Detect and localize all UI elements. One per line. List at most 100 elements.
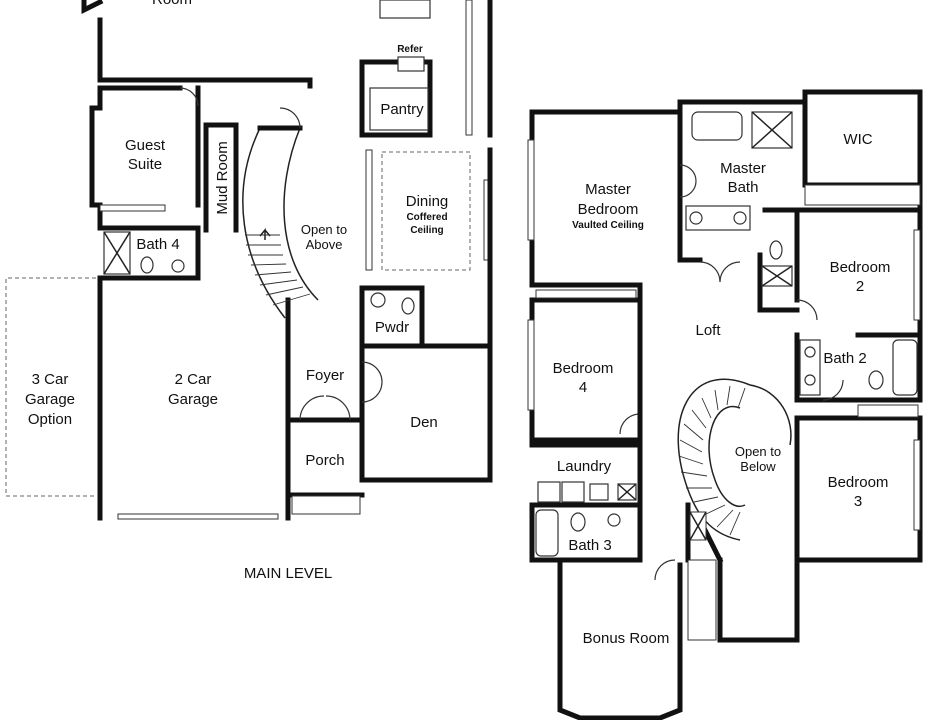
coffered-ceiling-outline: [381, 151, 471, 271]
wall: [97, 17, 313, 89]
room-label-mud-room: Mud Room: [214, 141, 231, 214]
door-swing: [699, 261, 741, 283]
label-refer: Refer: [397, 44, 423, 55]
room-label-2-car: 2 Car: [175, 371, 212, 388]
stair-treads: [678, 385, 746, 536]
room-label-room: Room: [152, 0, 192, 8]
label-open-below-2: Below: [740, 459, 776, 474]
washer: [537, 481, 561, 503]
sink: [804, 346, 816, 358]
sink: [733, 211, 747, 225]
wall: [529, 502, 643, 563]
wall: [794, 332, 923, 403]
label-open-below: Open to: [735, 444, 781, 459]
toilet: [140, 256, 154, 274]
room-label-den: Den: [410, 414, 438, 431]
room-label-3-car: 3 Car: [32, 371, 69, 388]
room-label-guest-suite-2: Suite: [128, 156, 162, 173]
room-label-bedroom4: Bedroom: [553, 360, 614, 377]
room-label-bath3: Bath 3: [568, 537, 611, 554]
label-open-above: Open to: [301, 222, 347, 237]
room-label-bedroom3: Bedroom: [828, 474, 889, 491]
closet: [535, 289, 637, 299]
room-label-master-bath: Master: [720, 160, 766, 177]
room-label-bedroom2-num: 2: [856, 278, 864, 295]
toilet: [401, 297, 415, 315]
stair-treads: [245, 234, 311, 306]
room-label-bedroom2: Bedroom: [830, 259, 891, 276]
door-swing: [279, 107, 301, 129]
room-label-pantry: Pantry: [380, 101, 424, 118]
open-below-rail: [749, 384, 792, 446]
main-level-title: MAIN LEVEL: [244, 565, 332, 582]
main-level-plan: [5, 0, 493, 521]
counter: [379, 0, 431, 19]
room-label-master-bedroom-2: Bedroom: [578, 201, 639, 218]
wall: [97, 225, 201, 281]
room-label-pwdr: Pwdr: [375, 319, 409, 336]
window: [687, 559, 717, 641]
door-swing: [654, 559, 676, 581]
room-label-foyer: Foyer: [306, 367, 344, 384]
room-label-dining: Dining: [406, 193, 449, 210]
room-label-garage-option: Garage: [25, 391, 75, 408]
window: [465, 0, 473, 136]
window: [913, 439, 921, 531]
wall: [81, 0, 104, 15]
stair-outer: [677, 378, 751, 541]
main-level-labels: Room Guest Suite Mud Room Bath 4 Open to…: [25, 0, 448, 582]
label-ceiling: Ceiling: [410, 225, 443, 236]
stair-arrow-icon: [259, 227, 271, 240]
porch-steps: [291, 495, 361, 515]
wall: [529, 109, 643, 288]
bathtub: [691, 111, 743, 141]
window: [527, 139, 535, 241]
stair-inner: [283, 127, 319, 301]
window: [99, 204, 166, 212]
refrigerator: [397, 56, 425, 72]
bathtub: [535, 509, 559, 557]
room-label-guest-suite: Guest: [125, 137, 166, 154]
label-coffered: Coffered: [406, 212, 447, 223]
sink: [171, 259, 185, 273]
room-label-bedroom4-num: 4: [579, 379, 587, 396]
label-open-above-2: Above: [306, 237, 343, 252]
door-swing: [679, 164, 697, 198]
door-swing: [796, 299, 818, 321]
garage-option-outline: [5, 277, 96, 497]
pantry-shelves: [369, 87, 429, 131]
room-label-porch: Porch: [305, 452, 344, 469]
room-label-bath2: Bath 2: [823, 350, 866, 367]
room-label-master-bath-2: Bath: [728, 179, 759, 196]
wall: [359, 285, 425, 349]
label-vaulted-ceiling: Vaulted Ceiling: [572, 220, 644, 231]
dryer: [561, 481, 585, 503]
door-swing: [619, 413, 641, 435]
laundry-sink: [589, 483, 609, 501]
upper-level-plan: [527, 89, 923, 720]
sink: [689, 211, 703, 225]
entry-door-swing: [299, 395, 351, 421]
toilet: [570, 512, 586, 532]
wall: [757, 252, 800, 313]
sink: [370, 292, 386, 308]
wall: [557, 557, 683, 720]
wall: [794, 415, 923, 563]
door-swing: [822, 379, 844, 401]
upper-level-labels: Master Bedroom Vaulted Ceiling Master Ba…: [553, 131, 891, 647]
bathtub: [892, 339, 918, 396]
room-label-laundry: Laundry: [557, 458, 612, 475]
closet: [857, 404, 919, 418]
door-swing: [361, 361, 383, 403]
door-swing: [179, 87, 199, 107]
wall: [717, 557, 800, 643]
sink: [804, 374, 816, 386]
wall: [677, 109, 703, 263]
room-label-bath4: Bath 4: [136, 236, 179, 253]
toilet: [769, 240, 783, 260]
window: [365, 149, 373, 271]
closet-shelves: [804, 184, 921, 206]
window: [913, 229, 921, 321]
room-label-garage: Garage: [168, 391, 218, 408]
